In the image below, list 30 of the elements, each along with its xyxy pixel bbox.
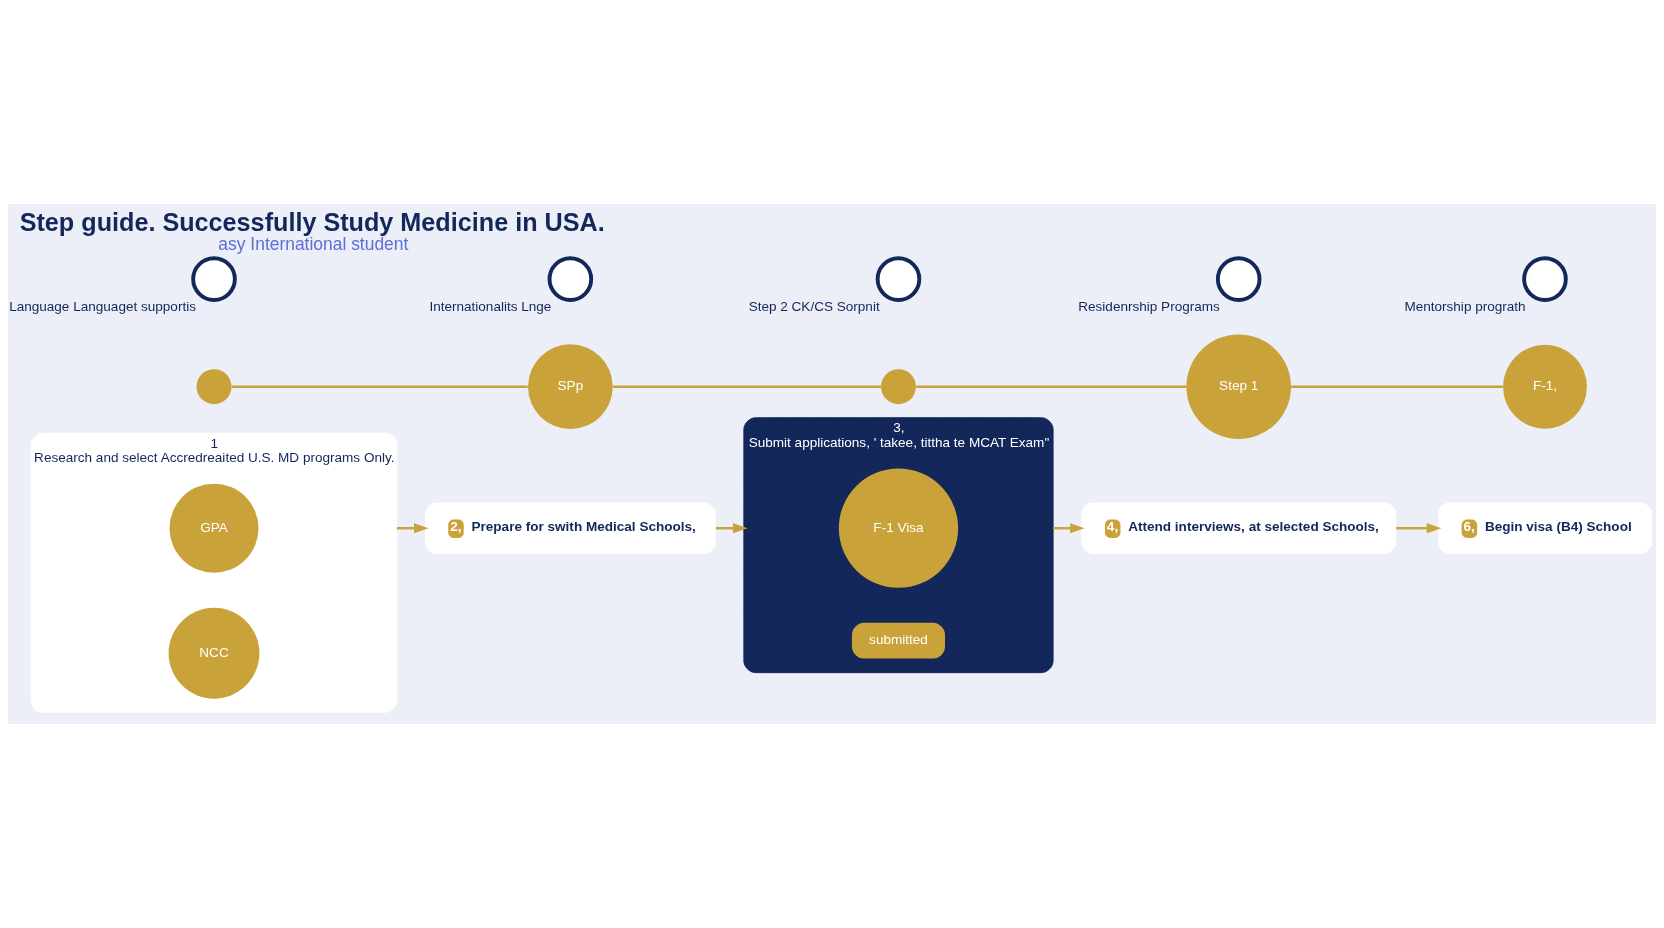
arrow (1396, 523, 1442, 534)
connector (916, 385, 1187, 388)
node-circle (1522, 256, 1568, 302)
connector (231, 385, 528, 388)
node-circle (1215, 256, 1262, 302)
connector (1290, 385, 1503, 388)
node-circle: NCC (168, 607, 260, 699)
node-circle: F-1 Visa (838, 468, 959, 588)
node-circle: GPA (169, 483, 259, 573)
arrow (1053, 523, 1085, 534)
node-circle (547, 256, 594, 302)
node-circle: Step 1 (1186, 334, 1291, 439)
connector (612, 385, 881, 388)
node-label: Mentorship prograth (1404, 298, 1526, 314)
node-label: Residenrship Programs (1078, 298, 1220, 314)
node-circle (881, 369, 916, 405)
node-label: Step 2 CK/CS Sorpnit (748, 298, 880, 314)
node-circle (191, 256, 237, 302)
diagram-title: Step guide. Successfully Study Medicine in USA. (19, 207, 605, 236)
arrow (396, 523, 429, 534)
node-box: 2, Prepare for swith Medical Schools, (425, 502, 716, 554)
node-circle (875, 256, 922, 302)
node-circle (196, 369, 232, 405)
node-circle: SPp (528, 344, 613, 430)
node-label: Language Languaget supportis (9, 298, 196, 314)
node-label: Internationalits Lnge (429, 298, 552, 314)
node-box: 6, Begin visa (B4) School (1437, 502, 1653, 554)
node-circle: F-1, (1503, 344, 1587, 429)
node-box: 4, Attend interviews, at selected Schools, (1081, 502, 1397, 554)
node-box: submitted (851, 622, 945, 659)
